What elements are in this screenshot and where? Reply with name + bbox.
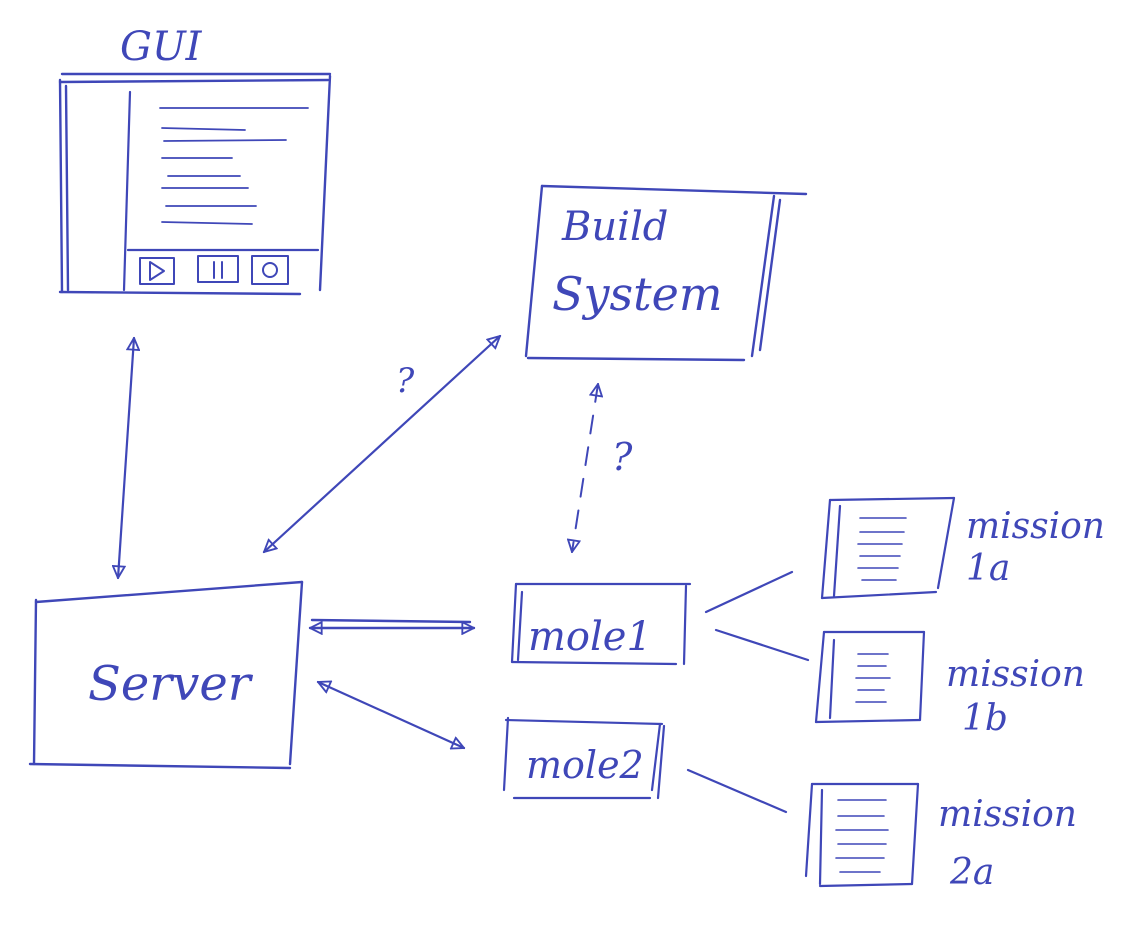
server-build-question-mark: ? [396,361,415,401]
mole2-mission-2a-line [686,768,788,814]
mission-2a-doc [804,782,920,888]
build-system-box: Build System [524,184,808,362]
build-system-mole1-dashed-arrow [572,384,598,552]
server-bottom-border [28,762,292,770]
server-mole2-arrow [318,682,464,748]
gui-server-arrow [118,338,134,578]
mission-2a-label-line2: 2a [949,852,994,893]
build-system-label-line2: System [552,267,722,321]
gui-title: GUI [120,24,203,70]
mission-2a-label: mission 2a [938,794,1077,893]
gui-right-border [318,74,332,292]
mission-2a-label-line1: mission [938,794,1077,835]
server-label: Server [88,656,254,712]
pause-icon [197,255,239,283]
build-system-bottom-border [526,356,746,362]
mission-1b-label: mission 1b [946,654,1085,739]
server-build-system-arrow [264,336,500,552]
mission-1b-label-line1: mission [946,654,1085,695]
play-icon [139,257,175,285]
gui-text-lines [159,107,309,225]
build-system-left-border [524,184,544,358]
mission-1a-doc [820,496,956,600]
server-left-border [32,598,38,766]
mole1-mission-1b-line [714,628,810,662]
mole2-box: mole2 [502,716,666,800]
build-system-top-border [540,184,808,196]
build-mole-question-mark: ? [612,435,633,479]
gui-sketch: GUI [58,24,332,296]
server-right-border [288,580,304,766]
mission-1a-label-line2: 1a [966,548,1010,589]
mole1-mission-1a-line [704,570,794,614]
server-top-border [34,580,304,604]
build-system-label-line1: Build [561,204,668,250]
mission-1b-doc [814,630,926,724]
mole1-label: mole1 [528,614,652,660]
gui-sidebar-divider [122,90,132,292]
gui-left-border [58,78,64,294]
build-system-right-border [758,198,782,352]
mission-1a-label-line1: mission [966,506,1105,547]
mole2-label: mole2 [526,743,644,787]
record-icon [251,255,289,285]
mission-1a-label: mission 1a [966,506,1105,589]
gui-bottom-border [58,290,302,296]
server-box: Server [28,580,304,770]
mole1-box: mole1 [510,582,692,666]
mission-1b-label-line2: 1b [962,698,1008,739]
